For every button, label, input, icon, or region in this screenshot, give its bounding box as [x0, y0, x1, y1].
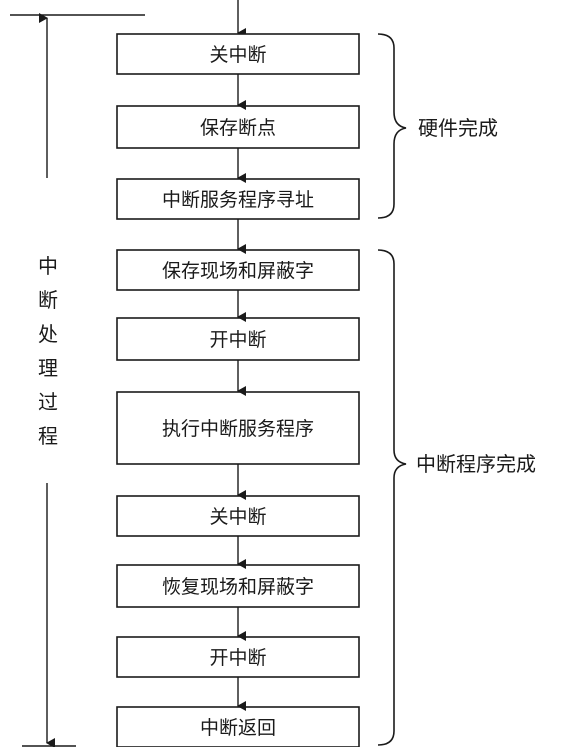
side-label-char: 理 [38, 356, 58, 380]
side-label-char: 断 [38, 288, 58, 312]
step-label: 保存现场和屏蔽字 [162, 260, 314, 282]
step-label: 关中断 [209, 506, 266, 528]
step-isr-addressing: 中断服务程序寻址 [116, 178, 360, 220]
step-execute-isr: 执行中断服务程序 [116, 391, 360, 465]
step-save-breakpoint: 保存断点 [116, 105, 360, 149]
side-label-char: 中 [38, 254, 58, 278]
brace-program-shape [377, 249, 407, 746]
step-enable-interrupt-1: 开中断 [116, 317, 360, 361]
step-disable-interrupt-1: 关中断 [116, 33, 360, 75]
step-label: 中断服务程序寻址 [162, 189, 314, 211]
brace-hardware: 硬件完成 [377, 33, 498, 219]
side-label-char: 程 [38, 424, 58, 448]
side-label-char: 过 [38, 390, 58, 414]
step-label: 恢复现场和屏蔽字 [162, 576, 314, 598]
side-label-vertical: 中 断 处 理 过 程 [38, 254, 58, 448]
step-label: 关中断 [209, 44, 266, 66]
side-label-char: 处 [38, 322, 58, 346]
brace-program: 中断程序完成 [377, 249, 536, 746]
label-hardware: 硬件完成 [418, 116, 498, 140]
brace-hardware-shape [377, 33, 407, 219]
step-label: 中断返回 [200, 717, 276, 739]
label-program: 中断程序完成 [416, 452, 536, 476]
step-label: 保存断点 [200, 117, 276, 139]
process-span-indicator [10, 13, 145, 748]
step-interrupt-return: 中断返回 [116, 706, 360, 748]
step-label: 开中断 [209, 647, 266, 669]
step-enable-interrupt-2: 开中断 [116, 636, 360, 678]
step-restore-context-mask: 恢复现场和屏蔽字 [116, 564, 360, 608]
step-save-context-mask: 保存现场和屏蔽字 [116, 249, 360, 291]
step-disable-interrupt-2: 关中断 [116, 495, 360, 537]
step-label: 开中断 [209, 329, 266, 351]
step-label: 执行中断服务程序 [162, 418, 314, 440]
